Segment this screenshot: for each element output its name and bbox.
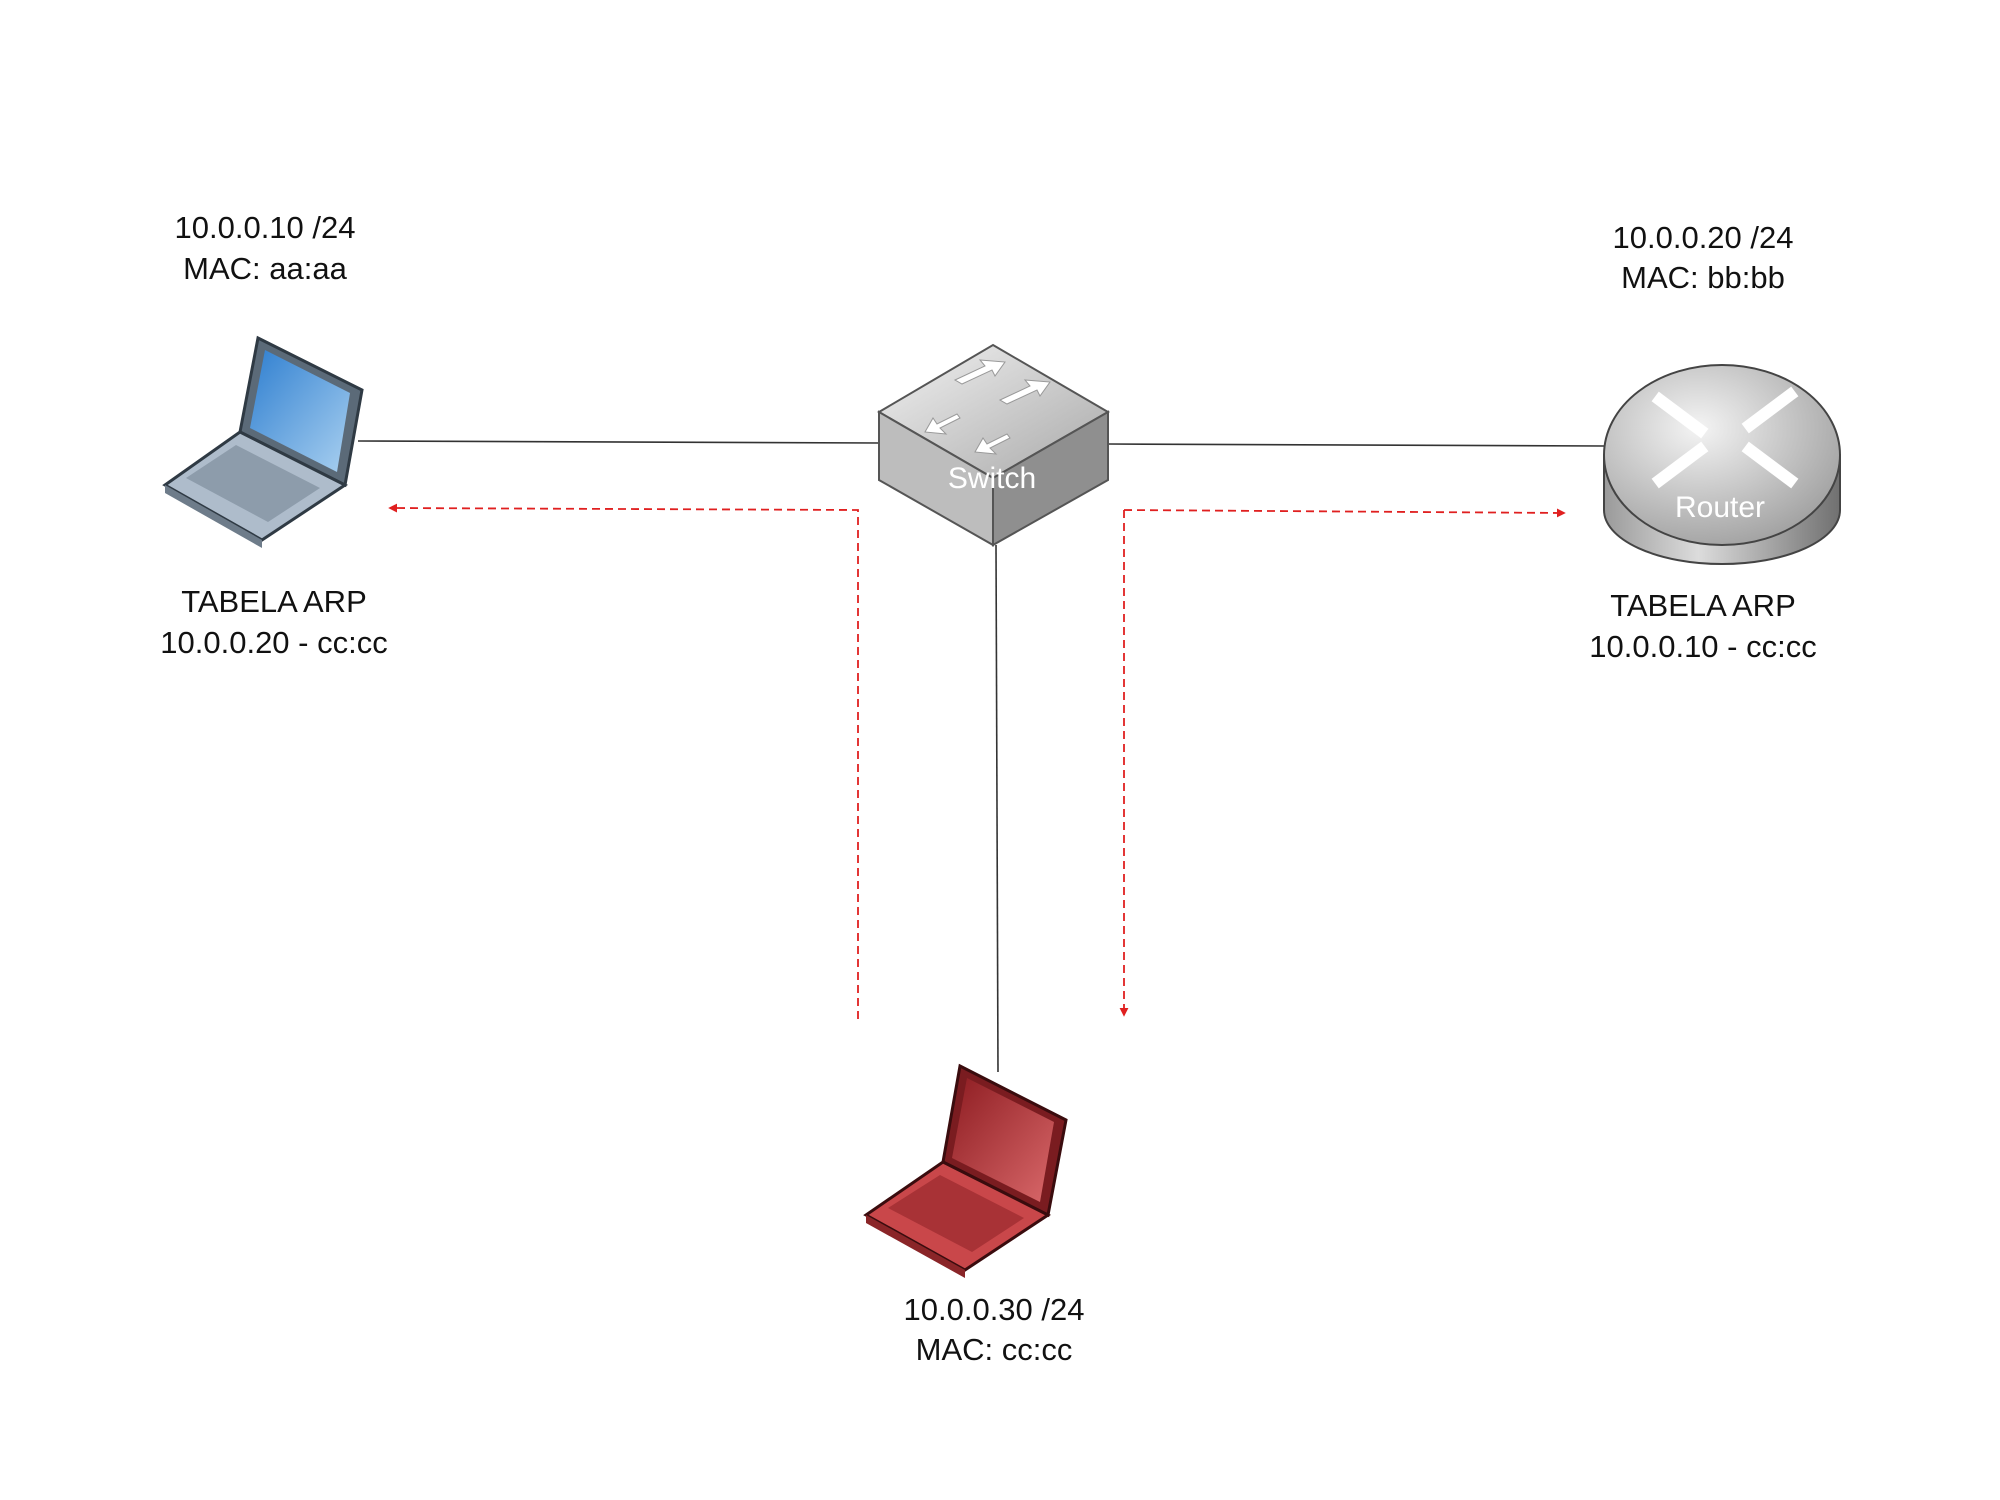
router-label: Router — [1675, 491, 1765, 524]
host-a-mac: MAC: aa:aa — [183, 251, 347, 286]
link-host-switch — [357, 440, 881, 444]
flow-router-to-attacker-right — [1123, 508, 1566, 518]
link-switch-attacker — [995, 544, 999, 1073]
laptop-icon[interactable] — [162, 335, 364, 548]
router-icon[interactable]: Router — [1603, 364, 1841, 565]
flow-attacker-to-host — [388, 503, 859, 1019]
attacker-ip: 10.0.0.30 /24 — [904, 1292, 1085, 1327]
switch-icon[interactable]: Switch — [877, 343, 1110, 547]
attacker-mac: MAC: cc:cc — [916, 1332, 1073, 1367]
router-arp-entry: 10.0.0.10 - cc:cc — [1589, 629, 1816, 664]
host-a-arp-title: TABELA ARP — [181, 584, 367, 619]
host-a-ip: 10.0.0.10 /24 — [175, 210, 356, 245]
router-arp-title: TABELA ARP — [1610, 588, 1796, 623]
router-ip: 10.0.0.20 /24 — [1613, 220, 1794, 255]
switch-label: Switch — [948, 462, 1036, 495]
host-a-arp-entry: 10.0.0.20 - cc:cc — [160, 625, 387, 660]
router-mac: MAC: bb:bb — [1621, 260, 1785, 295]
link-switch-router — [1107, 443, 1605, 447]
attacker-laptop-icon[interactable] — [863, 1063, 1068, 1278]
